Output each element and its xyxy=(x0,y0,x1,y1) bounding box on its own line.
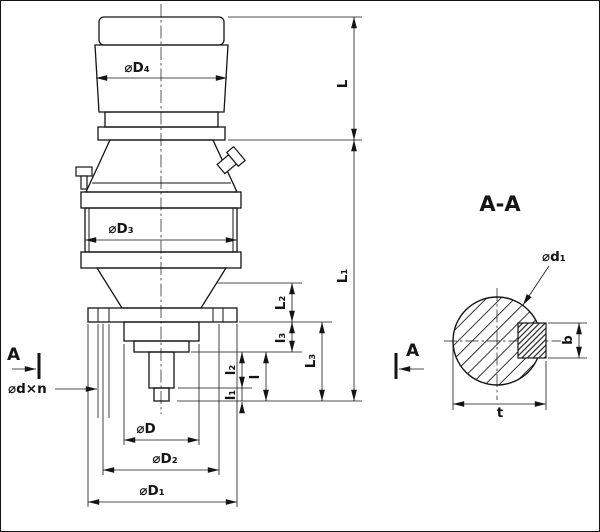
right-fitting-head xyxy=(225,145,247,168)
dim-L1-label: L₁ xyxy=(335,269,351,284)
section-title: A-A xyxy=(479,192,521,216)
shaft-step-2 xyxy=(133,340,190,353)
section-cut-marker-right: A xyxy=(394,341,424,379)
dim-l3-label: l₃ xyxy=(273,333,289,344)
shaft-end xyxy=(153,387,170,402)
motor-rim xyxy=(104,111,219,128)
section-view-AA: A-A ⌀d₁ b t xyxy=(444,192,587,421)
callout-d1: ⌀d₁ xyxy=(522,249,566,306)
flange-plate xyxy=(87,307,238,323)
left-fitting-shank xyxy=(80,175,88,190)
dim-l1: l₁ xyxy=(223,388,245,414)
section-letter-left: A xyxy=(7,345,21,365)
dim-D4-label: ⌀D₄ xyxy=(124,60,149,76)
dim-D3-label: ⌀D₃ xyxy=(108,221,133,237)
dim-b-label: b xyxy=(560,335,576,345)
dim-L-label: L xyxy=(335,79,351,88)
dim-L: L xyxy=(228,16,362,141)
dim-D3: ⌀D₃ xyxy=(85,221,237,243)
dim-D1-label: ⌀D₁ xyxy=(139,483,164,499)
lower-cone xyxy=(95,267,228,309)
main-view: ⌀D₄ ⌀D₃ L L₁ L₂ l₃ xyxy=(7,4,424,507)
dim-L2: L₂ xyxy=(217,282,332,323)
dim-L1: L₁ xyxy=(177,140,362,402)
callout-d1-label: ⌀d₁ xyxy=(542,249,566,265)
dim-D2-label: ⌀D₂ xyxy=(152,451,177,467)
dim-L3: L₃ xyxy=(303,322,325,401)
shaft xyxy=(148,351,175,389)
motor xyxy=(94,16,229,141)
dim-l2-label: l₂ xyxy=(223,365,239,376)
dim-L3-label: L₃ xyxy=(303,354,319,369)
shaft-step-1 xyxy=(123,321,200,342)
lantern-cone xyxy=(84,139,239,193)
dim-l3: l₃ xyxy=(191,322,302,353)
keyway xyxy=(517,322,547,359)
left-fitting-head xyxy=(75,166,93,177)
motor-cap xyxy=(98,16,225,46)
dim-D: ⌀D xyxy=(123,344,200,445)
callout-d1-leader xyxy=(522,265,550,306)
dim-l-label: l xyxy=(247,375,263,380)
dim-l1-label: l₁ xyxy=(223,390,239,401)
right-fitting xyxy=(216,145,247,175)
dim-t-label: t xyxy=(497,405,504,421)
dim-t: t xyxy=(452,346,547,421)
motor-flange xyxy=(97,126,226,141)
motor-body xyxy=(94,44,229,113)
shaft-assembly xyxy=(123,321,200,402)
dim-l2: l₂ xyxy=(178,352,252,389)
section-cut-marker-left: A xyxy=(7,345,41,379)
section-letter-right: A xyxy=(406,341,420,361)
dim-D2: ⌀D₂ xyxy=(102,324,220,475)
dim-l: l xyxy=(247,352,269,401)
callout-dxn-label: ⌀d×n xyxy=(8,381,47,397)
callout-dxn: ⌀d×n xyxy=(8,381,97,397)
dim-D-label: ⌀D xyxy=(136,421,155,437)
dim-D1: ⌀D₁ xyxy=(87,324,238,507)
dim-L2-label: L₂ xyxy=(273,296,289,311)
dim-b: b xyxy=(548,322,587,359)
dim-D4: ⌀D₄ xyxy=(96,60,227,81)
lantern-housing xyxy=(75,139,247,193)
